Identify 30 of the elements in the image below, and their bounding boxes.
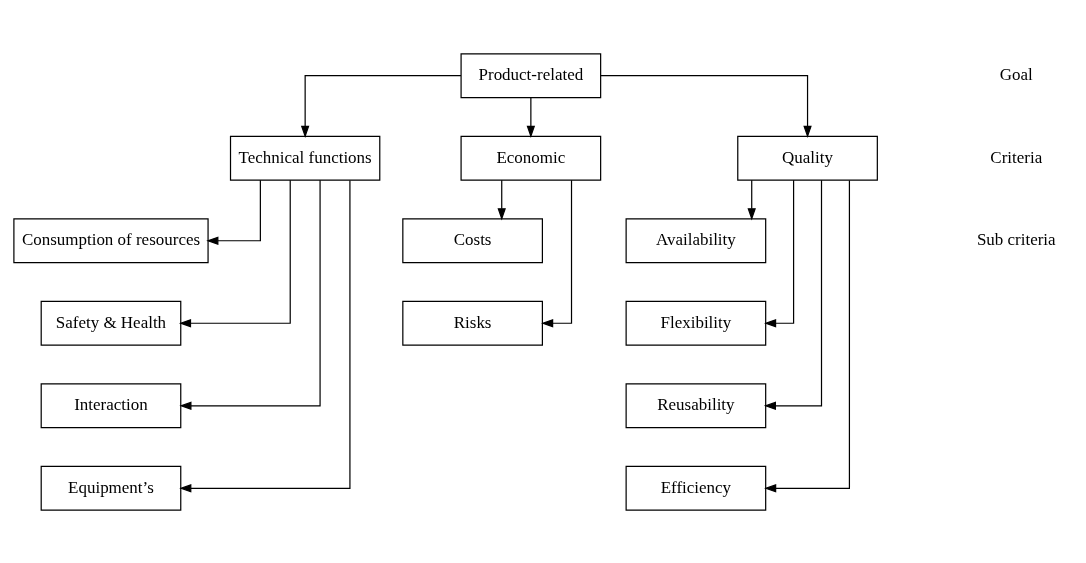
arrow	[541, 179, 573, 327]
label: Goal	[999, 64, 1033, 84]
node-box: Availability	[625, 217, 767, 263]
arrow	[763, 179, 823, 410]
node-box: Economic	[460, 135, 602, 181]
arrow	[600, 74, 812, 138]
arrow	[179, 179, 321, 410]
node-box: Quality	[737, 135, 878, 181]
arrow	[300, 74, 462, 138]
arrow	[526, 96, 536, 138]
node-box: Product-related	[460, 52, 602, 98]
node-box: Interaction	[40, 382, 182, 428]
node-box: Technical functions	[229, 135, 381, 181]
arrow	[764, 179, 851, 493]
arrow	[206, 179, 261, 245]
arrow	[764, 179, 795, 327]
node-box: Risks	[402, 300, 543, 346]
arrow	[179, 179, 351, 493]
node-box: Reusability	[625, 382, 767, 428]
arrow	[747, 179, 756, 220]
arrow	[497, 179, 506, 220]
arrow	[178, 179, 291, 327]
label: Sub criteria	[976, 229, 1056, 249]
node-box: Flexibility	[625, 300, 767, 346]
node-box: Consumption of resources	[13, 217, 209, 263]
node-box: Efficiency	[625, 465, 767, 511]
label: Criteria	[990, 147, 1043, 167]
node-box: Equipment’s	[40, 465, 182, 511]
node-box: Costs	[402, 217, 543, 263]
node-box: Safety & Health	[40, 300, 182, 346]
